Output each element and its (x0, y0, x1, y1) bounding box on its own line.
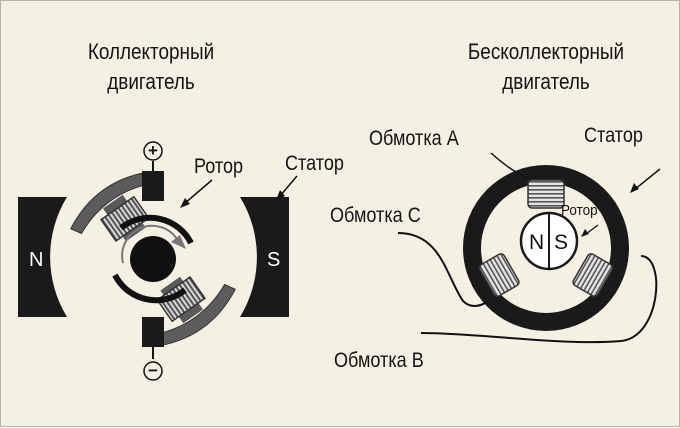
rotor-pole-n-label: N (529, 231, 545, 254)
brushed-title-line1: Коллекторный (87, 39, 215, 64)
winding-a-label: Обмотка A (369, 127, 459, 150)
rotor-arm-upper (70, 170, 155, 243)
brushless-title-line1: Бесколлекторный (467, 39, 625, 64)
brush-bottom (142, 317, 164, 347)
commutator (112, 214, 194, 304)
rotor-label-right: Ротор (561, 202, 598, 219)
winding-c-wire (397, 232, 490, 307)
winding-b-label: Обмотка B (334, 349, 424, 372)
stator-label-left: Статор (285, 152, 344, 175)
brushless-title-line2: двигатель (502, 69, 590, 94)
winding-a (527, 175, 565, 209)
brushed-title-line2: двигатель (107, 69, 195, 94)
pole-n-label: N (29, 249, 44, 271)
stator-magnet-n (18, 197, 67, 317)
stator-label-right: Статор (584, 124, 643, 147)
rotor-label: Ротор (194, 155, 244, 178)
terminal-minus-label: − (148, 361, 158, 380)
stator-magnet-s (240, 197, 289, 317)
brushless-title: Бесколлекторный двигатель (447, 37, 645, 97)
pole-s-label: S (267, 249, 281, 271)
winding-c-label: Обмотка C (330, 204, 421, 227)
brush-top (142, 171, 164, 201)
winding-c (478, 253, 520, 297)
rotation-arrow (121, 224, 186, 264)
rotor-pole-s-label: S (554, 231, 569, 254)
brushless-motor (397, 152, 661, 344)
rotor-arm-lower (151, 275, 236, 348)
terminal-plus-label: + (148, 141, 158, 160)
terminal-minus-icon (143, 361, 163, 381)
brushed-title: Коллекторный двигатель (56, 37, 245, 97)
rotor-shaft (130, 236, 176, 282)
terminal-plus-icon (143, 141, 163, 161)
brushed-motor (18, 141, 298, 381)
winding-b (572, 253, 614, 297)
winding-b-wire (420, 255, 658, 344)
winding-a-wire (490, 152, 527, 178)
